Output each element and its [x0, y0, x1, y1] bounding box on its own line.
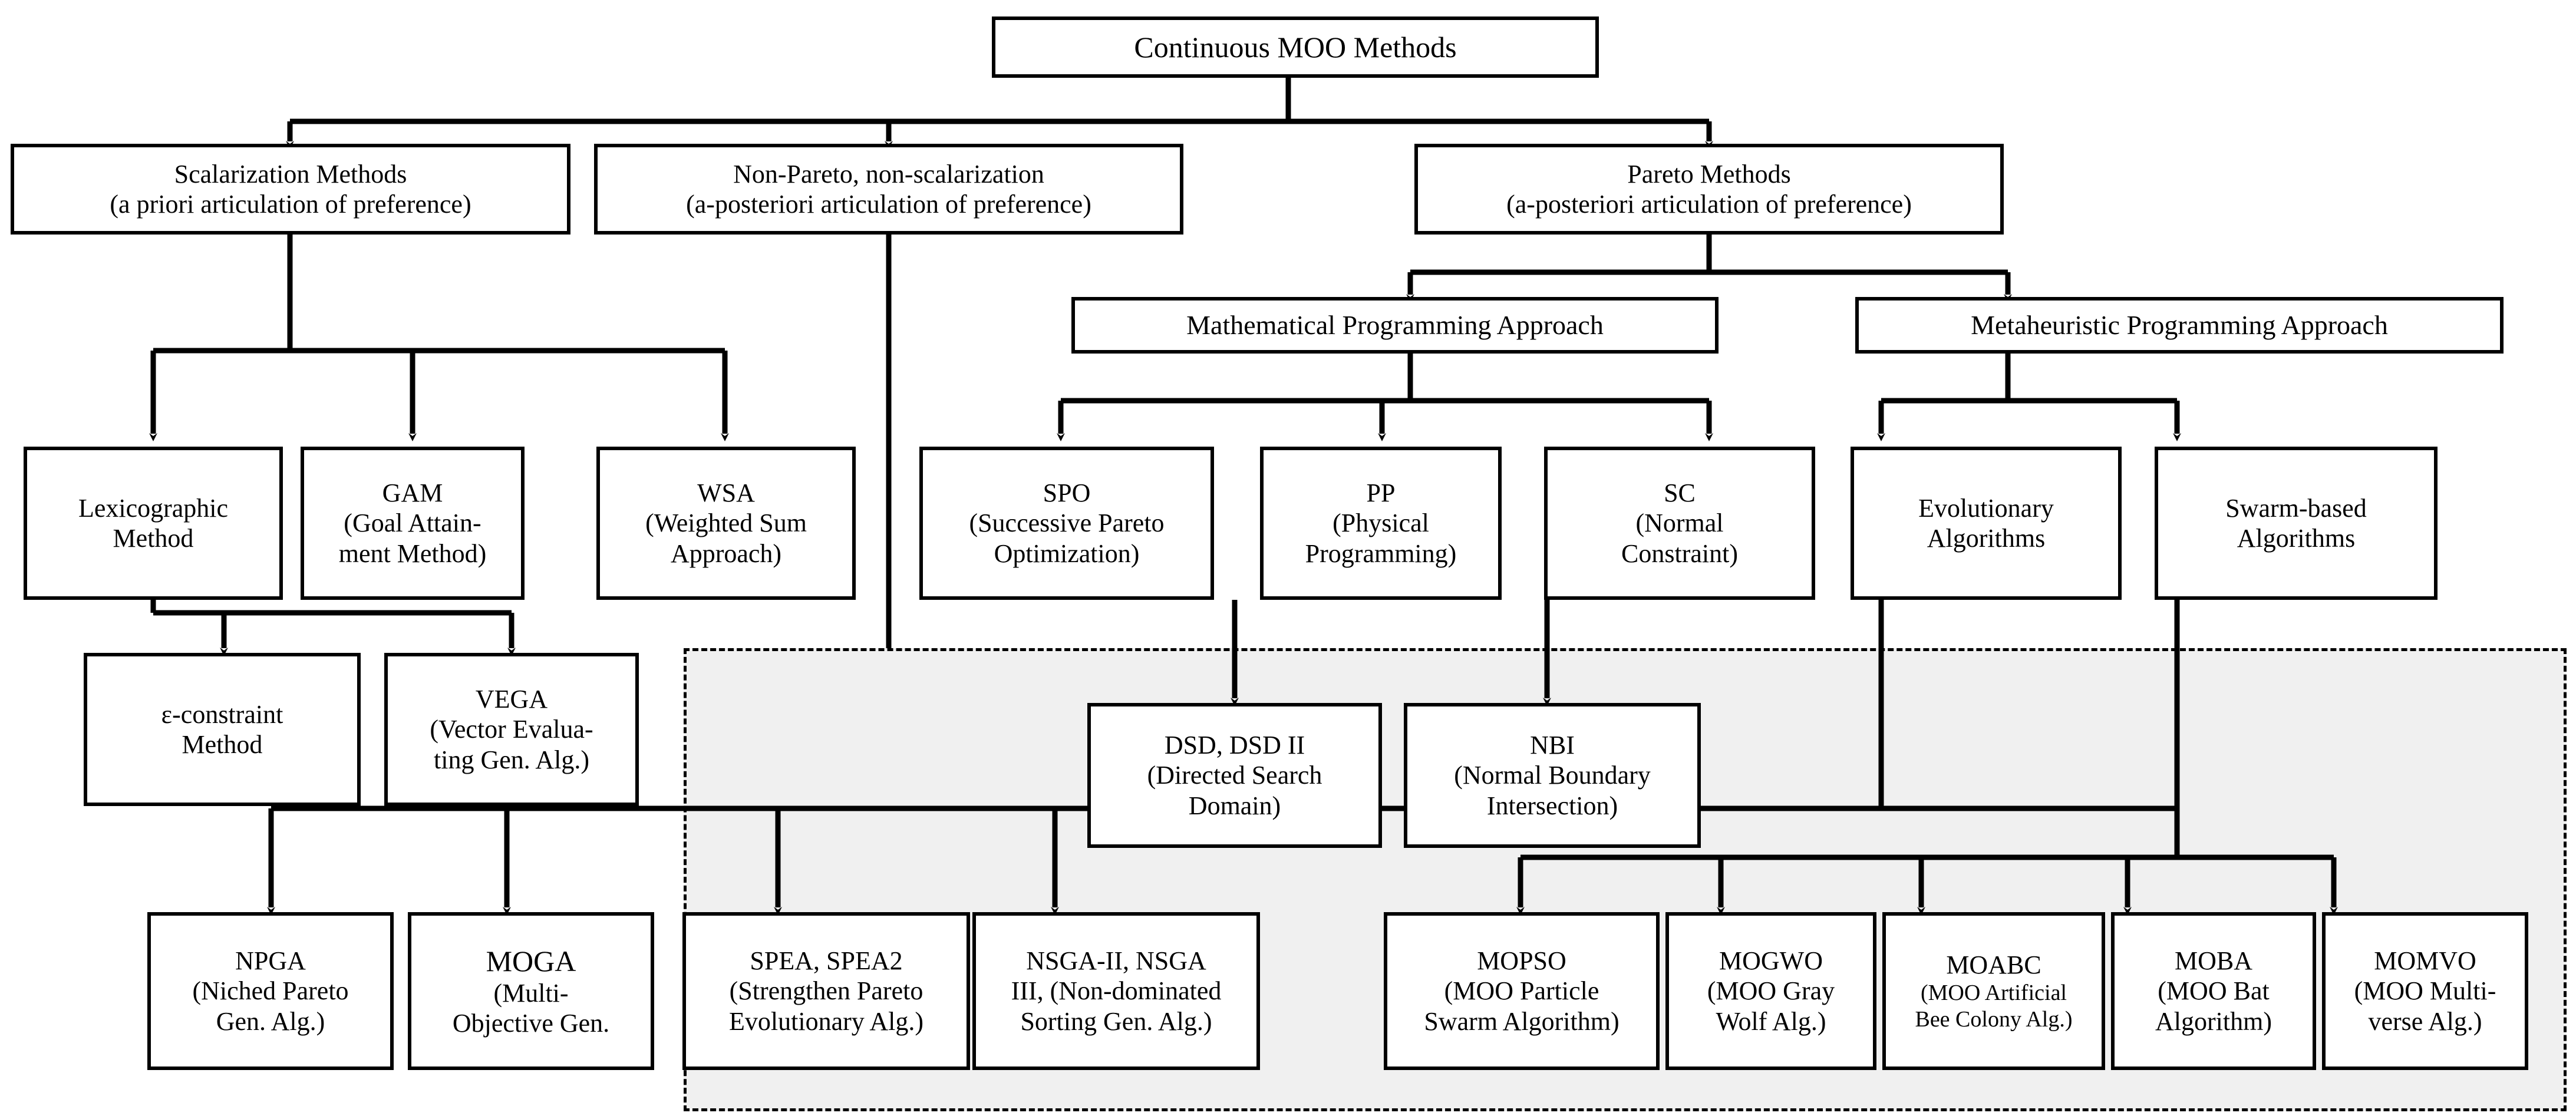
- node-vega-line-3: ting Gen. Alg.): [434, 745, 589, 774]
- node-moga-line-1: MOGA: [486, 944, 576, 978]
- node-nsga-line-3: Sorting Gen. Alg.): [1020, 1006, 1212, 1036]
- node-momvo-line-1: MOMVO: [2374, 946, 2476, 976]
- node-nsga[interactable]: NSGA-II, NSGA III, (Non-dominated Sortin…: [972, 912, 1260, 1070]
- node-scalarization-line-1: Scalarization Methods: [174, 159, 407, 189]
- node-evolutionary-algorithms[interactable]: Evolutionary Algorithms: [1851, 447, 2122, 600]
- node-momvo-line-2: (MOO Multi-: [2354, 976, 2496, 1006]
- node-nsga-line-1: NSGA-II, NSGA: [1026, 946, 1206, 976]
- node-pp-line-2: (Physical: [1332, 509, 1429, 538]
- node-spea[interactable]: SPEA, SPEA2 (Strengthen Pareto Evolution…: [682, 912, 970, 1070]
- node-lexicographic-line-1: Lexicographic: [78, 493, 229, 523]
- node-moba-line-2: (MOO Bat: [2158, 976, 2270, 1006]
- node-sc-line-2: (Normal: [1635, 509, 1724, 538]
- node-nsga-line-2: III, (Non-dominated: [1011, 976, 1222, 1006]
- node-mogwo-line-2: (MOO Gray: [1707, 976, 1835, 1006]
- node-moba[interactable]: MOBA (MOO Bat Algorithm): [2111, 912, 2316, 1070]
- node-moabc[interactable]: MOABC (MOO Artificial Bee Colony Alg.): [1882, 912, 2105, 1070]
- node-momvo-line-3: verse Alg.): [2368, 1006, 2482, 1036]
- node-swarm-line-1: Swarm-based: [2225, 493, 2367, 523]
- node-gam-line-3: ment Method): [338, 539, 487, 568]
- node-gam-line-1: GAM: [382, 478, 443, 508]
- node-mopso-line-2: (MOO Particle: [1444, 976, 1599, 1006]
- node-moba-line-1: MOBA: [2174, 946, 2253, 976]
- node-wsa[interactable]: WSA (Weighted Sum Approach): [596, 447, 856, 600]
- node-nbi[interactable]: NBI (Normal Boundary Intersection): [1404, 703, 1701, 848]
- node-nbi-line-1: NBI: [1530, 731, 1575, 760]
- node-dsd-line-1: DSD, DSD II: [1164, 731, 1305, 760]
- node-spo-line-1: SPO: [1043, 478, 1091, 508]
- node-nbi-line-3: Intersection): [1486, 791, 1618, 820]
- node-swarm-based-algorithms[interactable]: Swarm-based Algorithms: [2155, 447, 2438, 600]
- node-moabc-line-1: MOABC: [1946, 950, 2041, 980]
- node-pareto-line-1: Pareto Methods: [1627, 159, 1791, 189]
- node-sc-line-3: Constraint): [1621, 539, 1738, 568]
- node-scalarization-line-2: (a priori articulation of preference): [110, 190, 471, 219]
- node-wsa-line-2: (Weighted Sum: [645, 509, 807, 538]
- node-moga-line-3: Objective Gen.: [452, 1009, 610, 1038]
- node-pp[interactable]: PP (Physical Programming): [1260, 447, 1502, 600]
- node-gam[interactable]: GAM (Goal Attain- ment Method): [301, 447, 525, 600]
- node-spea-line-1: SPEA, SPEA2: [750, 946, 903, 976]
- node-spo-line-3: Optimization): [994, 539, 1140, 568]
- node-root[interactable]: Continuous MOO Methods: [992, 16, 1599, 78]
- node-root-line-1: Continuous MOO Methods: [1134, 31, 1457, 64]
- node-mogwo[interactable]: MOGWO (MOO Gray Wolf Alg.): [1665, 912, 1876, 1070]
- node-epsilon-constraint-method[interactable]: ε-constraint Method: [84, 653, 361, 806]
- node-vega[interactable]: VEGA (Vector Evalua- ting Gen. Alg.): [384, 653, 639, 806]
- node-lexicographic-line-2: Method: [113, 524, 194, 553]
- node-lexicographic-method[interactable]: Lexicographic Method: [24, 447, 283, 600]
- node-nonpareto-line-2: (a-posteriori articulation of preference…: [686, 190, 1091, 219]
- node-nbi-line-2: (Normal Boundary: [1454, 761, 1651, 790]
- node-wsa-line-3: Approach): [670, 539, 782, 568]
- node-moga-line-2: (Multi-: [493, 978, 569, 1008]
- node-epsilon-line-2: Method: [182, 730, 263, 759]
- node-moabc-line-3: Bee Colony Alg.): [1915, 1006, 2073, 1032]
- node-sc[interactable]: SC (Normal Constraint): [1544, 447, 1815, 600]
- node-scalarization-methods[interactable]: Scalarization Methods (a priori articula…: [11, 144, 570, 235]
- node-swarm-line-2: Algorithms: [2237, 524, 2356, 553]
- node-nonpareto-line-1: Non-Pareto, non-scalarization: [733, 159, 1044, 189]
- node-pareto-methods[interactable]: Pareto Methods (a-posteriori articulatio…: [1414, 144, 2004, 235]
- node-mathematical-programming-approach[interactable]: Mathematical Programming Approach: [1071, 297, 1719, 354]
- node-spea-line-3: Evolutionary Alg.): [729, 1006, 923, 1036]
- node-metaheuristic-line-1: Metaheuristic Programming Approach: [1971, 310, 2388, 341]
- node-sc-line-1: SC: [1664, 478, 1696, 508]
- node-mopso[interactable]: MOPSO (MOO Particle Swarm Algorithm): [1384, 912, 1660, 1070]
- node-mopso-line-1: MOPSO: [1477, 946, 1566, 976]
- node-pp-line-1: PP: [1366, 478, 1396, 508]
- node-momvo[interactable]: MOMVO (MOO Multi- verse Alg.): [2322, 912, 2528, 1070]
- node-math-prog-line-1: Mathematical Programming Approach: [1186, 310, 1604, 341]
- node-npga-line-1: NPGA: [235, 946, 306, 976]
- node-wsa-line-1: WSA: [697, 478, 755, 508]
- node-gam-line-2: (Goal Attain-: [344, 509, 481, 538]
- node-evolutionary-line-2: Algorithms: [1927, 524, 2046, 553]
- node-vega-line-1: VEGA: [475, 685, 548, 714]
- node-mogwo-line-1: MOGWO: [1719, 946, 1823, 976]
- node-spo[interactable]: SPO (Successive Pareto Optimization): [919, 447, 1214, 600]
- node-pp-line-3: Programming): [1305, 539, 1457, 568]
- node-mopso-line-3: Swarm Algorithm): [1424, 1006, 1620, 1036]
- node-evolutionary-line-1: Evolutionary: [1918, 493, 2054, 523]
- node-spea-line-2: (Strengthen Pareto: [729, 976, 923, 1006]
- node-epsilon-line-1: ε-constraint: [161, 699, 283, 729]
- node-spo-line-2: (Successive Pareto: [969, 509, 1165, 538]
- node-moba-line-3: Algorithm): [2155, 1006, 2272, 1036]
- node-dsd[interactable]: DSD, DSD II (Directed Search Domain): [1087, 703, 1382, 848]
- node-vega-line-2: (Vector Evalua-: [430, 715, 593, 744]
- node-dsd-line-3: Domain): [1188, 791, 1281, 820]
- node-npga-line-2: (Niched Pareto: [192, 976, 349, 1006]
- node-mogwo-line-3: Wolf Alg.): [1716, 1006, 1826, 1036]
- node-non-pareto-non-scalarization[interactable]: Non-Pareto, non-scalarization (a-posteri…: [594, 144, 1183, 235]
- node-moga[interactable]: MOGA (Multi- Objective Gen.: [408, 912, 654, 1070]
- node-dsd-line-2: (Directed Search: [1147, 761, 1322, 790]
- node-metaheuristic-programming-approach[interactable]: Metaheuristic Programming Approach: [1855, 297, 2504, 354]
- node-npga-line-3: Gen. Alg.): [216, 1006, 325, 1036]
- node-moabc-line-2: (MOO Artificial: [1920, 980, 2067, 1006]
- node-pareto-line-2: (a-posteriori articulation of preference…: [1506, 190, 1912, 219]
- node-npga[interactable]: NPGA (Niched Pareto Gen. Alg.): [147, 912, 394, 1070]
